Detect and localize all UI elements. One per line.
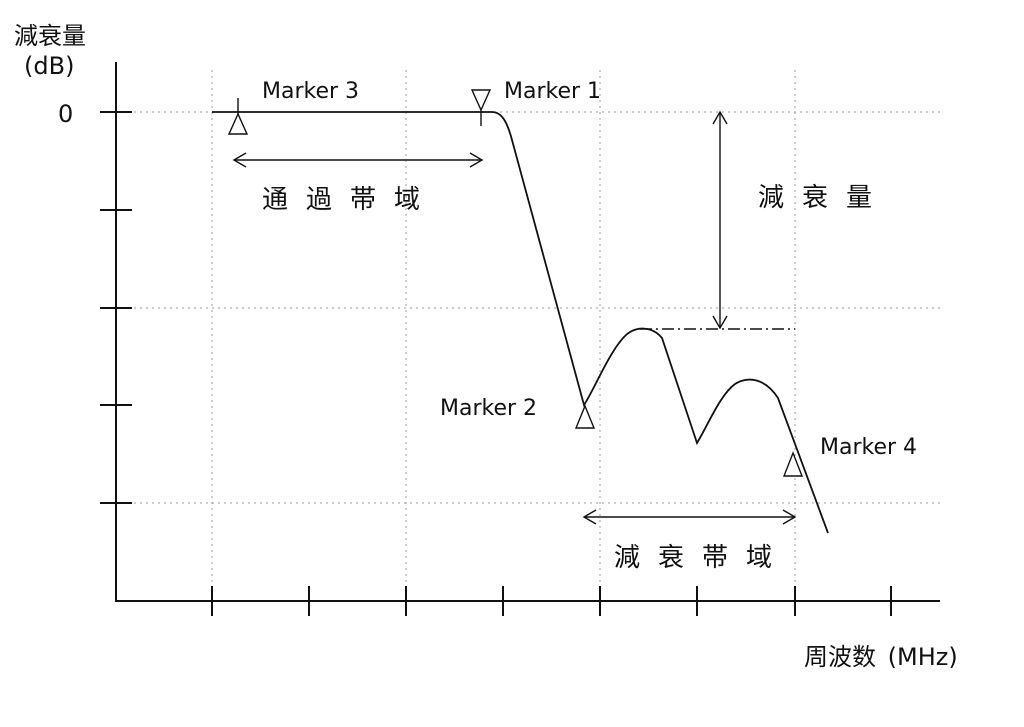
y-axis-label: 減衰量 (14, 22, 86, 50)
x-axis-label: 周波数 (MHz) (804, 643, 958, 671)
marker-1-label: Marker 1 (504, 79, 601, 104)
y-axis-unit: (dB) (24, 52, 74, 80)
marker-2 (574, 404, 596, 429)
stop-band-label: 減衰帯域 (614, 543, 790, 573)
attenuation-arrow (712, 110, 728, 330)
x-axis-unit: (MHz) (888, 643, 958, 671)
stop-band-arrow (582, 509, 797, 525)
marker-3 (227, 98, 249, 135)
x-axis-label-text: 周波数 (804, 643, 876, 671)
grid (116, 70, 940, 600)
marker-2-label: Marker 2 (440, 396, 537, 421)
pass-band-arrow (232, 152, 484, 168)
marker-4 (782, 451, 804, 477)
y-zero-label: 0 (58, 100, 73, 128)
response-curve (212, 111, 829, 534)
x-ticks (211, 586, 892, 616)
pass-band-label: 通過帯域 (262, 185, 438, 215)
marker-4-label: Marker 4 (820, 435, 917, 460)
marker-3-label: Marker 3 (262, 79, 359, 104)
marker-1-triangle-icon (470, 89, 492, 112)
marker-1 (470, 89, 492, 126)
attenuation-label: 減衰量 (758, 183, 890, 213)
y-ticks (100, 111, 132, 504)
marker-4-triangle-icon (782, 451, 804, 477)
marker-3-triangle-icon (227, 112, 249, 135)
marker-2-triangle-icon (574, 404, 596, 429)
